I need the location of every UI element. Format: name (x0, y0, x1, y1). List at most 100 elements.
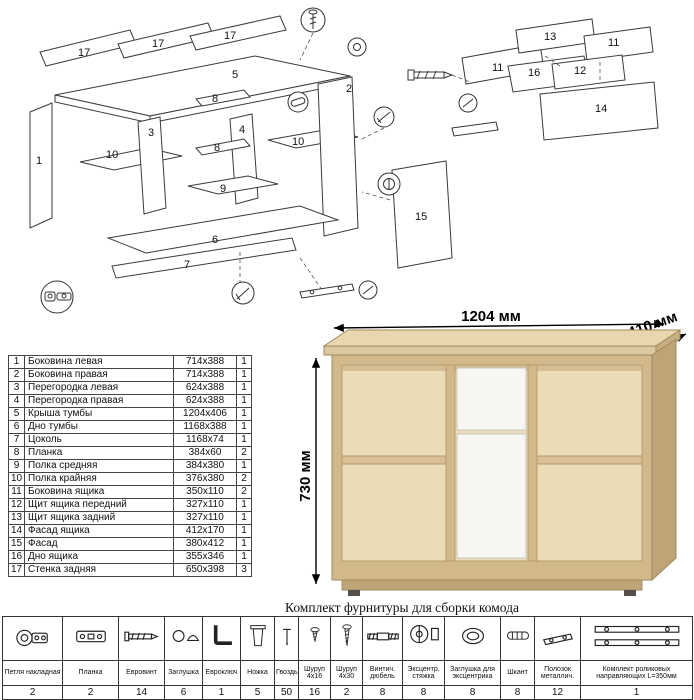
table-row: 11 Боковина ящика 350x110 2 (8, 485, 252, 499)
bottom-panel (106, 205, 340, 254)
part-size: 384x60 (173, 446, 237, 460)
exploded-view-drawer (451, 18, 659, 141)
hardware-item-qty: 2 (2, 685, 63, 700)
part-number: 3 (8, 381, 25, 395)
hardware-kit-title: Комплект фурнитуры для сборки комода (284, 600, 519, 615)
hardware-item-label: Заглушка для эксцентрика (444, 660, 501, 686)
part-number: 9 (8, 459, 25, 473)
hardware-item-label: Петля накладная (2, 660, 63, 686)
part-callout: 14 (595, 103, 607, 115)
part-size: 384x380 (173, 459, 237, 473)
part-quantity: 1 (236, 355, 252, 369)
drawer-facade-panel (539, 81, 659, 141)
hinge-icon (2, 616, 63, 661)
hardware-item-label: Полозок металлич. (534, 660, 581, 686)
metal-runner-icon (534, 616, 581, 661)
part-quantity: 2 (236, 485, 252, 499)
hardware-item-qty: 1 (580, 685, 693, 700)
part-quantity: 1 (236, 407, 252, 421)
hardware-item-label: Винтич. дюбель (362, 660, 403, 686)
part-callout: 16 (528, 67, 540, 79)
part-quantity: 1 (236, 537, 252, 551)
part-number: 15 (8, 537, 25, 551)
part-callout: 9 (220, 183, 226, 195)
part-quantity: 1 (236, 381, 252, 395)
part-quantity: 1 (236, 550, 252, 564)
hardware-item-qty: 2 (330, 685, 363, 700)
hardware-icon-row (2, 616, 693, 661)
product-render: 1204 мм 410 мм 730 мм (297, 308, 687, 596)
hardware-item-label: Заглушка (164, 660, 203, 686)
part-quantity: 3 (236, 563, 252, 577)
part-number: 17 (8, 563, 25, 577)
part-quantity: 1 (236, 498, 252, 512)
width-dimension-label: 1204 мм (461, 308, 521, 325)
shelf (187, 175, 279, 195)
hardware-kit-table: Петля накладная Планка Евровинт Заглушка… (2, 616, 693, 700)
parts-list-table: 1 Боковина левая 714x388 1 2 Боковина пр… (8, 355, 252, 577)
part-quantity: 1 (236, 368, 252, 382)
screw-long-icon (330, 616, 363, 661)
part-name: Щит ящика задний (24, 511, 174, 525)
part-size: 650x398 (173, 563, 237, 577)
runner-detail-icon (299, 283, 355, 299)
hardware-item-label: Эксцентр. стяжка (402, 660, 445, 686)
euroscrew-icon (118, 616, 165, 661)
part-callout: 3 (148, 127, 154, 139)
hardware-item-qty: 6 (164, 685, 203, 700)
table-row: 8 Планка 384x60 2 (8, 446, 252, 460)
part-name: Стенка задняя (24, 563, 174, 577)
confirmat-screw-icon (407, 69, 454, 81)
part-quantity: 1 (236, 394, 252, 408)
part-size: 412x170 (173, 524, 237, 538)
part-name: Боковина левая (24, 355, 174, 369)
hardware-item-qty: 1 (202, 685, 241, 700)
plank (195, 138, 251, 156)
table-row: 14 Фасад ящика 412x170 1 (8, 524, 252, 538)
hardware-qty-row: 2 2 14 6 1 5 50 16 2 8 8 8 8 12 1 (2, 685, 693, 700)
part-name: Боковина правая (24, 368, 174, 382)
exploded-view-cabinet (29, 15, 453, 291)
left-side-panel (29, 102, 53, 229)
shelf (79, 147, 183, 171)
hardware-item-qty: 8 (500, 685, 535, 700)
part-callout: 11 (492, 62, 503, 74)
part-callout: 2 (346, 83, 352, 95)
table-row: 7 Цоколь 1168x74 1 (8, 433, 252, 447)
part-quantity: 1 (236, 524, 252, 538)
part-callout: 17 (78, 47, 90, 59)
part-quantity: 2 (236, 446, 252, 460)
part-name: Дно тумбы (24, 420, 174, 434)
part-quantity: 1 (236, 511, 252, 525)
hardware-item-label: Евровинт (118, 660, 165, 686)
part-callout: 10 (106, 149, 118, 161)
table-row: 17 Стенка задняя 650x398 3 (8, 563, 252, 577)
part-size: 714x388 (173, 355, 237, 369)
exploded-assembly-diagram: 17 17 17 5 1 10 3 8 4 8 9 10 2 6 7 15 11… (29, 7, 659, 314)
part-number: 5 (8, 407, 25, 421)
table-row: 1 Боковина левая 714x388 1 (8, 355, 252, 369)
door-front (456, 433, 527, 559)
part-name: Планка (24, 446, 174, 460)
table-row: 2 Боковина правая 714x388 1 (8, 368, 252, 382)
hardware-callouts (40, 7, 499, 314)
table-row: 5 Крыша тумбы 1204x406 1 (8, 407, 252, 421)
runner-detail-icon (451, 121, 499, 137)
hardware-item-qty: 8 (362, 685, 403, 700)
part-callout: 17 (224, 30, 236, 42)
hardware-item-qty: 16 (298, 685, 331, 700)
part-name: Боковина ящика (24, 485, 174, 499)
plank (195, 89, 251, 107)
part-callout: 5 (232, 69, 238, 81)
nail-icon (274, 616, 299, 661)
height-dimension-label: 730 мм (297, 450, 314, 501)
part-size: 624x388 (173, 394, 237, 408)
plinth-panel (111, 237, 297, 279)
parts-list-body: 1 Боковина левая 714x388 1 2 Боковина пр… (8, 355, 252, 577)
part-number: 10 (8, 472, 25, 486)
cam-cap-icon (444, 616, 501, 661)
part-name: Полка средняя (24, 459, 174, 473)
part-callout: 13 (544, 31, 556, 43)
part-number: 14 (8, 524, 25, 538)
